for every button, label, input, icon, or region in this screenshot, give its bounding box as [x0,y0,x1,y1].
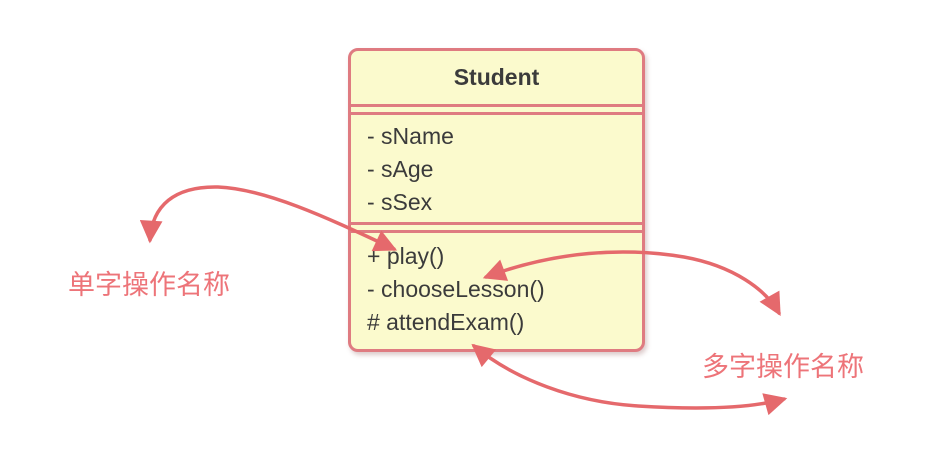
method-chooselesson: - chooseLesson() [367,276,545,302]
method-attendexam: # attendExam() [367,309,525,335]
multi-word-operation-label: 多字操作名称 [702,352,864,382]
methods-top-line [351,230,642,233]
title-separator-line [351,104,642,107]
attributes-compartment: - sName - sAge - sSex [351,115,642,222]
methods-compartment: + play() - chooseLesson() # attendExam() [351,233,642,349]
single-word-operation-label: 单字操作名称 [68,270,230,300]
attribute-sage: - sAge [367,156,434,182]
attribute-sname: - sName [367,123,454,149]
method-play: + play() [367,243,445,269]
class-name: Student [453,64,540,90]
attributes-bottom-line [351,222,642,225]
attribute-ssex: - sSex [367,189,433,215]
attributes-top-line [351,112,642,115]
uml-class-student: Student - sName - sAge - sSex + play() -… [348,48,645,352]
